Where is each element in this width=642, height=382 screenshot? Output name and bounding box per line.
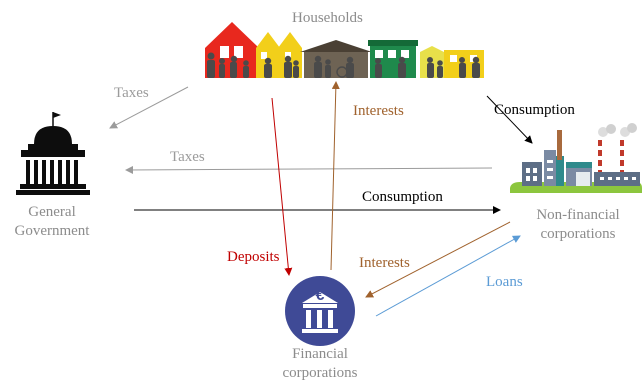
households-label-text: Households [292, 10, 363, 26]
consumption-households-arrow [486, 95, 533, 144]
nonfinancial-label-line2: corporations [540, 226, 616, 242]
loans-arrow [375, 235, 521, 317]
government-label-line2: Government [14, 223, 90, 239]
households-icon [205, 22, 484, 78]
bank-euro-icon: € [285, 276, 355, 346]
deposits-label: Deposits [227, 249, 280, 265]
taxes-households-arrow [109, 86, 189, 129]
financial-label-line1: Financial [292, 346, 348, 362]
interests-households-label: Interests [353, 103, 404, 119]
nonfinancial-label-line1: Non-financial [536, 207, 620, 223]
consumption-government-label: Consumption [362, 189, 443, 205]
interests-financial-label: Interests [359, 255, 410, 271]
consumption-households-label: Consumption [494, 102, 575, 118]
taxes-nonfinancial-arrow [125, 165, 493, 174]
deposits-arrow [271, 97, 293, 276]
euro-symbol: € [316, 287, 325, 304]
financial-label-line2: corporations [282, 365, 358, 381]
government-building-icon [16, 112, 90, 195]
interests-to-households-arrow [330, 81, 340, 271]
general-government-label: General Government [4, 203, 100, 241]
nonfinancial-label: Non-financial corporations [520, 206, 636, 244]
taxes-nonfinancial-label: Taxes [170, 149, 205, 165]
factory-icon [510, 123, 642, 193]
households-label: Households [292, 9, 363, 28]
financial-label: Financial corporations [262, 345, 378, 382]
loans-label: Loans [486, 274, 523, 290]
interests-to-financial-arrow [365, 221, 511, 298]
government-label-line1: General [28, 204, 76, 220]
taxes-households-label: Taxes [114, 85, 149, 101]
